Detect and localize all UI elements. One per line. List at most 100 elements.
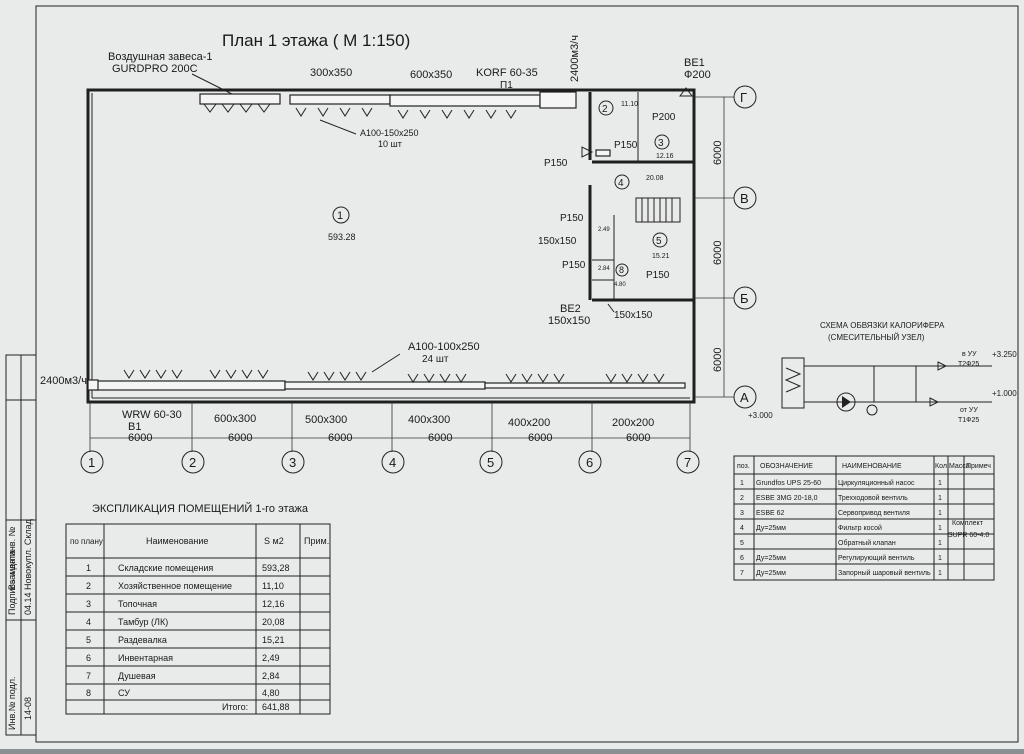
left-stamp: Инв.№ подл. 14-08 Подпись и дата 04.14 В… — [5, 354, 37, 736]
expl-total-label: Итого: — [222, 702, 248, 712]
label-150x150-a: 150х150 — [538, 236, 577, 247]
room-5-num: 5 — [656, 236, 662, 247]
duct-bottom-4: 400х200 — [508, 417, 550, 429]
expl-r8-area: 4,80 — [262, 688, 280, 698]
span-6: 6000 — [626, 432, 650, 444]
expl-r1-num: 1 — [86, 563, 91, 573]
expl-h-num: по плану — [70, 537, 103, 546]
span-4: 6000 — [428, 432, 452, 444]
spec-r7-pos: 7 — [740, 570, 744, 577]
expl-r2-area: 11,10 — [262, 581, 284, 591]
room-6-area: 2.49 — [598, 227, 610, 233]
expl-r7-name: Душевая — [118, 671, 156, 681]
stamp-col3-val: Новокупл. Склад — [23, 518, 33, 590]
spec-r4-qty: 1 — [938, 525, 942, 532]
be1-label: ВЕ1 — [684, 57, 705, 69]
label-p150-a: P150 — [614, 140, 638, 151]
expl-r8-num: 8 — [86, 688, 91, 698]
be1-fan-icon — [679, 87, 693, 97]
building-walls — [86, 88, 696, 404]
grille-top-label: А100-150х250 — [360, 128, 419, 138]
column-axes: 1 2 3 4 5 6 7 6000 6000 6000 6000 6000 6… — [80, 402, 700, 474]
spec-h-code: ОБОЗНАЧЕНИЕ — [760, 463, 813, 470]
stamp-col3: Взамен инв. № — [7, 526, 17, 590]
expl-r1-area: 593,28 — [262, 563, 290, 573]
spec-r1-name: Циркуляционный насос — [838, 479, 915, 487]
spec-h-qty: Кол — [935, 463, 947, 470]
scheme-elev3: +3.000 — [748, 411, 773, 420]
expl-r4-num: 4 — [86, 617, 91, 627]
expl-r4-name: Тамбур (ЛК) — [118, 617, 168, 627]
spec-r2-pos: 2 — [740, 495, 744, 502]
room-7-area: 2.84 — [598, 266, 610, 272]
duct-a-label: 300х350 — [310, 67, 352, 79]
duct-b-label: 600х350 — [410, 69, 452, 81]
heater-scheme: СХЕМА ОБВЯЗКИ КАЛОРИФЕРА (СМЕСИТЕЛЬНЫЙ У… — [748, 321, 1017, 424]
row-span-3: 6000 — [712, 348, 724, 372]
expl-h-name: Наименование — [146, 536, 208, 546]
spec-r2-code: ESBE 3MG 20-18,0 — [756, 495, 818, 502]
room-5-area: 15.21 — [652, 253, 670, 260]
spec-r3-qty: 1 — [938, 510, 942, 517]
spec-r5-pos: 5 — [740, 540, 744, 547]
spec-r1-qty: 1 — [938, 480, 942, 487]
spec-r3-name: Сервопривод вентиля — [838, 510, 910, 517]
expl-r6-num: 6 — [86, 653, 91, 663]
top-supply-duct — [289, 91, 577, 119]
expl-r6-area: 2,49 — [262, 653, 280, 663]
be2-label: ВЕ2 — [560, 303, 581, 315]
spec-r7-code: Ду=25мм — [756, 570, 786, 577]
expl-r3-num: 3 — [86, 599, 91, 609]
room-markers: 1 593.28 2 11.10 3 12.16 4 20.08 5 15.21… — [328, 100, 674, 288]
span-3: 6000 — [328, 432, 352, 444]
scheme-title: СХЕМА ОБВЯЗКИ КАЛОРИФЕРА — [820, 321, 945, 330]
bottom-supply-duct — [87, 369, 686, 391]
expl-r5-name: Раздевалка — [118, 635, 167, 645]
explication-table: ЭКСПЛИКАЦИЯ ПОМЕЩЕНИЙ 1-го этажа по план… — [65, 502, 331, 715]
grille-bottom-count: 24 шт — [422, 354, 449, 365]
grille-bottom-label: А100-100х250 — [408, 341, 480, 353]
room-3-num: 3 — [658, 138, 664, 149]
duct-bottom-2: 500х300 — [305, 414, 347, 426]
scheme-elev2: +1.000 — [992, 389, 1017, 398]
scheme-subtitle: (СМЕСИТЕЛЬНЫЙ УЗЕЛ) — [828, 333, 925, 342]
row-span-2: 6000 — [712, 241, 724, 265]
stamp-col1-val: 14-08 — [23, 697, 33, 720]
room-3-area: 12.16 — [656, 153, 674, 160]
stamp-col1: Инв.№ подл. — [7, 676, 17, 730]
spec-table: поз. ОБОЗНАЧЕНИЕ НАИМЕНОВАНИЕ Кол Масса … — [733, 455, 995, 581]
axis-col-5: 5 — [487, 455, 494, 470]
expl-r3-name: Топочная — [118, 599, 157, 609]
expl-r6-name: Инвентарная — [118, 653, 173, 663]
spec-r1-pos: 1 — [740, 480, 744, 487]
expl-total-value: 641,88 — [262, 702, 290, 712]
spec-r3-pos: 3 — [740, 510, 744, 517]
span-2: 6000 — [228, 432, 252, 444]
room-1-num: 1 — [337, 210, 343, 222]
room-2-area: 11.10 — [621, 101, 638, 108]
duct-bottom-3: 400х300 — [408, 414, 450, 426]
unit-korf-label: KORF 60-35 — [476, 67, 538, 79]
room-1-area: 593.28 — [328, 232, 356, 242]
axis-col-1: 1 — [88, 455, 95, 470]
room-2-num: 2 — [602, 104, 608, 115]
span-1: 6000 — [128, 432, 152, 444]
exhaust-labels: P200 P150 P150 P150 150х150 P150 P150 15… — [538, 112, 676, 321]
span-5: 6000 — [528, 432, 552, 444]
stamp-col2-val: 04.14 — [23, 592, 33, 615]
label-p150-c: P150 — [560, 213, 584, 224]
scheme-pipe-u1: в УУ — [962, 351, 977, 358]
spec-r4-code: Ду=25мм — [756, 525, 786, 532]
spec-r1-code: Grundfos UPS 25-60 — [756, 480, 821, 487]
label-150x150-b: 150х150 — [614, 310, 653, 321]
be1-size: Ф200 — [684, 69, 711, 81]
expl-r5-num: 5 — [86, 635, 91, 645]
spec-r5-name: Обратный клапан — [838, 539, 896, 547]
spec-h-mass: Масса — [949, 463, 970, 470]
plan-title: План 1 этажа ( М 1:150) — [222, 31, 410, 50]
expl-r3-area: 12,16 — [262, 599, 285, 609]
unit-p1-label: П1 — [500, 80, 513, 91]
spec-r4-name: Фильтр косой — [838, 524, 882, 532]
